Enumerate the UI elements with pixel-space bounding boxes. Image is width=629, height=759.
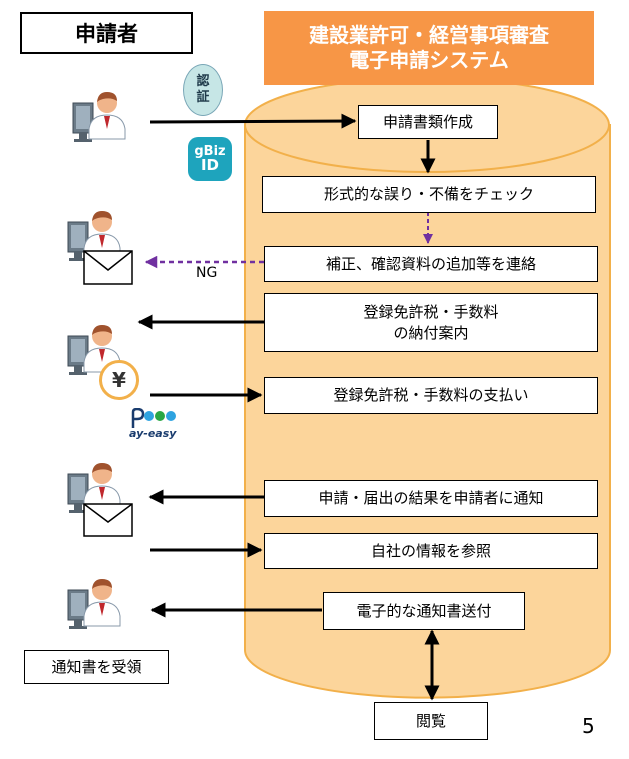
payeasy-label: ay-easy [129, 427, 177, 440]
certification-line1: 認 [196, 73, 210, 89]
step-send-notice-label: 電子的な通知書送付 [356, 601, 492, 620]
step-check-errors-label: 形式的な誤り・不備をチェック [323, 185, 534, 204]
step-check-errors: 形式的な誤り・不備をチェック [262, 176, 596, 213]
step-request-correction: 補正、確認資料の追加等を連絡 [264, 246, 598, 282]
step-create-application-label: 申請書類作成 [382, 112, 473, 131]
gbiz-line2: ID [200, 156, 220, 174]
envelope-icon [83, 250, 133, 285]
step-notify-result-label: 申請・届出の結果を申請者に通知 [318, 489, 544, 508]
step-payment-notice-line2: の納付案内 [393, 323, 469, 342]
actor-header-label: 申請者 [75, 22, 138, 46]
step-notify-result: 申請・届出の結果を申請者に通知 [264, 480, 598, 517]
payeasy-logo-icon: ay-easy [127, 408, 181, 444]
step-payment-label: 登録免許税・手数料の支払い [333, 386, 529, 405]
applicant-person-icon [67, 578, 121, 630]
step-send-notice: 電子的な通知書送付 [323, 592, 525, 630]
step-create-application: 申請書類作成 [358, 105, 498, 139]
gbiz-line1: gBiz [194, 144, 226, 159]
applicant-person-icon [72, 91, 126, 143]
ng-label: NG [196, 265, 218, 281]
certification-icon: 認 証 [183, 64, 223, 116]
actor-header: 申請者 [20, 12, 193, 54]
certification-line2: 証 [196, 90, 210, 105]
receive-notice-label: 通知書を受領 [51, 657, 142, 676]
yen-coin-icon: ¥ [99, 360, 139, 400]
step-view-company-info-label: 自社の情報を参照 [370, 541, 491, 560]
system-title-line1: 建設業許可・経営事項審査 [309, 23, 549, 47]
receive-notice-label-box: 通知書を受領 [24, 650, 169, 684]
step-browse: 閲覧 [374, 702, 488, 740]
payeasy-mark-icon [131, 408, 176, 428]
page-number: 5 [582, 714, 595, 738]
step-payment: 登録免許税・手数料の支払い [264, 377, 598, 414]
gbizid-logo-icon: gBiz ID [188, 137, 232, 181]
step-view-company-info: 自社の情報を参照 [264, 533, 598, 569]
envelope-icon [83, 503, 133, 537]
system-title-line2: 電子申請システム [349, 48, 509, 72]
system-header: 建設業許可・経営事項審査 電子申請システム [264, 11, 594, 85]
step-payment-notice-line1: 登録免許税・手数料 [363, 303, 499, 322]
step-payment-notice: 登録免許税・手数料 の納付案内 [264, 293, 598, 352]
step-browse-label: 閲覧 [415, 711, 446, 730]
arrow-to-create-application [149, 113, 357, 129]
yen-symbol: ¥ [112, 368, 126, 392]
step-request-correction-label: 補正、確認資料の追加等を連絡 [325, 254, 536, 273]
